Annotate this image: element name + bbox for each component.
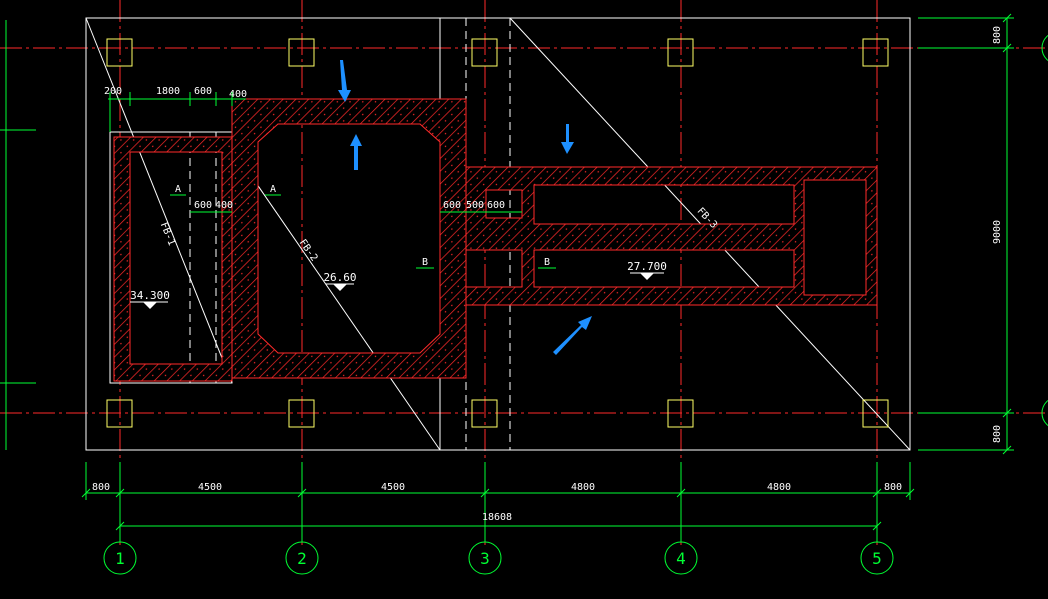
dim-top-1: 200 [104, 86, 122, 97]
axis-label-5: 5 [872, 549, 882, 568]
dim-span-4: 4800 [571, 482, 595, 493]
dim-right-bottom: 800 [992, 425, 1003, 443]
dim-span-6: 800 [884, 482, 902, 493]
top-dimension-lines [108, 92, 522, 213]
column [288, 38, 315, 67]
elevation-pit-right: 27.700 [627, 260, 667, 273]
section-label-b1: B [422, 257, 428, 268]
pit-right-wall [465, 166, 878, 306]
dim-span-5: 4800 [767, 482, 791, 493]
dim-right-middle: 9000 [992, 220, 1003, 244]
column [288, 399, 315, 428]
columns [106, 38, 889, 428]
axis-bubbles [103, 34, 1048, 575]
elevation-pit-left: 34.300 [130, 289, 170, 302]
section-label-a1: A [175, 184, 181, 195]
column [667, 38, 694, 67]
axis-label-1: 1 [115, 549, 125, 568]
dim-top-3: 600 [194, 86, 212, 97]
column [471, 38, 498, 67]
slab-label-fb1: FB-1 [158, 221, 177, 247]
dim-span-3: 4500 [381, 482, 405, 493]
axis-label-3: 3 [480, 549, 490, 568]
dim-pit-b-2: 500 [466, 200, 484, 211]
dim-pit-b-3: 600 [487, 200, 505, 211]
axis-label-4: 4 [676, 549, 686, 568]
dim-pit-a-2: 400 [215, 200, 233, 211]
section-marks [170, 194, 556, 269]
section-label-a2: A [270, 184, 276, 195]
bottom-dimension-lines [81, 462, 915, 533]
dim-top-2: 1800 [156, 86, 180, 97]
blue-arrow-diagonal [553, 316, 592, 355]
dim-total: 18608 [482, 512, 512, 523]
dim-top-4: 400 [229, 89, 247, 100]
dim-right-top: 800 [992, 26, 1003, 44]
section-label-b2: B [544, 257, 550, 268]
column [862, 399, 889, 428]
elevation-pit-center: 26.60 [323, 271, 356, 284]
right-dimension-lines [0, 13, 1014, 455]
blue-arrow-up [350, 134, 362, 170]
pit-left-wall [113, 136, 233, 382]
wall-hatching [113, 98, 878, 382]
blue-arrow-right-down [561, 124, 574, 154]
dim-pit-a-1: 600 [194, 200, 212, 211]
axis-label-2: 2 [297, 549, 307, 568]
pit-center-wall [231, 98, 467, 379]
slab-label-fb2: FB-2 [297, 238, 320, 264]
dim-span-1: 800 [92, 482, 110, 493]
annotation-arrows [338, 60, 592, 355]
column [106, 399, 133, 428]
column [667, 399, 694, 428]
column [862, 38, 889, 67]
elevation-markers [130, 272, 664, 309]
blue-arrow-top-down [338, 60, 351, 102]
dim-pit-b-1: 600 [443, 200, 461, 211]
column [471, 399, 498, 428]
dim-span-2: 4500 [198, 482, 222, 493]
column [106, 38, 133, 67]
text-layer: 800 4500 4500 4800 4800 800 18608 800 90… [92, 26, 1003, 568]
